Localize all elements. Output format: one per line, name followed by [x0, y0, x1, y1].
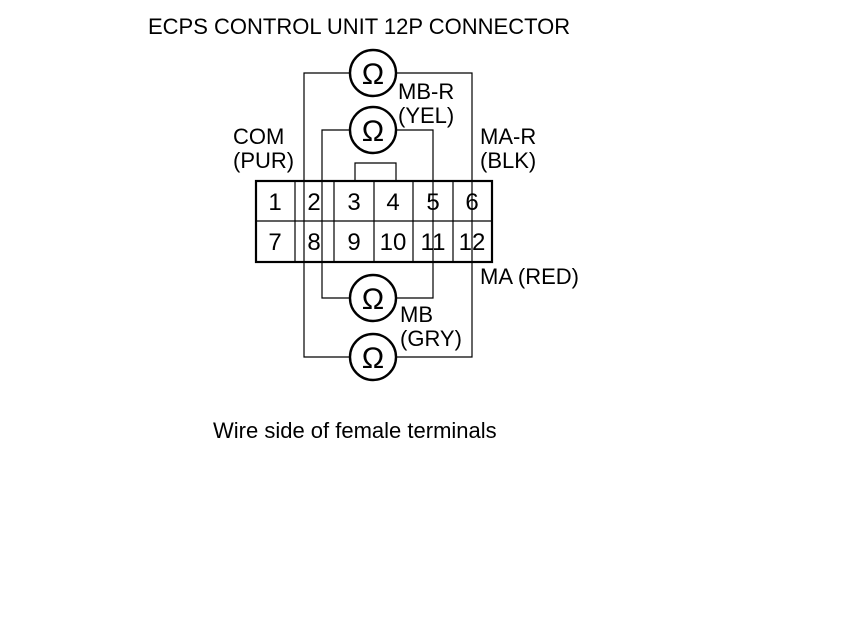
- label-com-color: (PUR): [233, 148, 294, 173]
- pin-3: 3: [347, 189, 360, 216]
- ohmmeter-ma: Ω: [348, 332, 398, 382]
- ohm-icon: Ω: [362, 115, 384, 148]
- pin-12: 12: [459, 229, 486, 256]
- pin-row-bottom: 7 8 9 10 11 12: [268, 229, 485, 256]
- pin-10: 10: [380, 229, 407, 256]
- pin-5: 5: [426, 189, 439, 216]
- wire-mbr-right: [396, 72, 473, 181]
- jumper-3-4: [354, 162, 397, 181]
- pin-1: 1: [268, 189, 281, 216]
- pin-2: 2: [307, 189, 320, 216]
- label-mb-color: (GRY): [400, 326, 462, 351]
- diagram-caption: Wire side of female terminals: [213, 418, 497, 443]
- ohmmeter-mb: Ω: [348, 273, 398, 323]
- label-mb: MB: [400, 302, 433, 327]
- label-mb-r-color: (YEL): [398, 103, 454, 128]
- label-ma-r-color: (BLK): [480, 148, 536, 173]
- ohm-icon: Ω: [362, 342, 384, 375]
- pin-row-top: 1 2 3 4 5 6: [268, 189, 478, 216]
- wire-ma-left: [303, 262, 350, 358]
- label-com: COM: [233, 124, 284, 149]
- wire-mb-right: [396, 262, 434, 299]
- label-ma: MA (RED): [480, 264, 579, 289]
- wire-mar-left: [321, 129, 350, 181]
- pin-4: 4: [386, 189, 399, 216]
- ohmmeter-ma-r: Ω: [348, 105, 398, 155]
- diagram-title: ECPS CONTROL UNIT 12P CONNECTOR: [148, 14, 570, 39]
- pin-11: 11: [421, 229, 446, 256]
- pin-6: 6: [465, 189, 478, 216]
- ohm-icon: Ω: [362, 58, 384, 91]
- wire-mb-left: [321, 262, 350, 299]
- pin-7: 7: [268, 229, 281, 256]
- wire-ma-right: [396, 262, 473, 358]
- ohmmeter-mb-r: Ω: [348, 48, 398, 98]
- pin-8: 8: [307, 229, 320, 256]
- wire-mar-right: [396, 129, 434, 181]
- label-ma-r: MA-R: [480, 124, 536, 149]
- label-mb-r: MB-R: [398, 79, 454, 104]
- ohm-icon: Ω: [362, 283, 384, 316]
- pin-9: 9: [347, 229, 360, 256]
- wire-mbr-left: [303, 72, 350, 181]
